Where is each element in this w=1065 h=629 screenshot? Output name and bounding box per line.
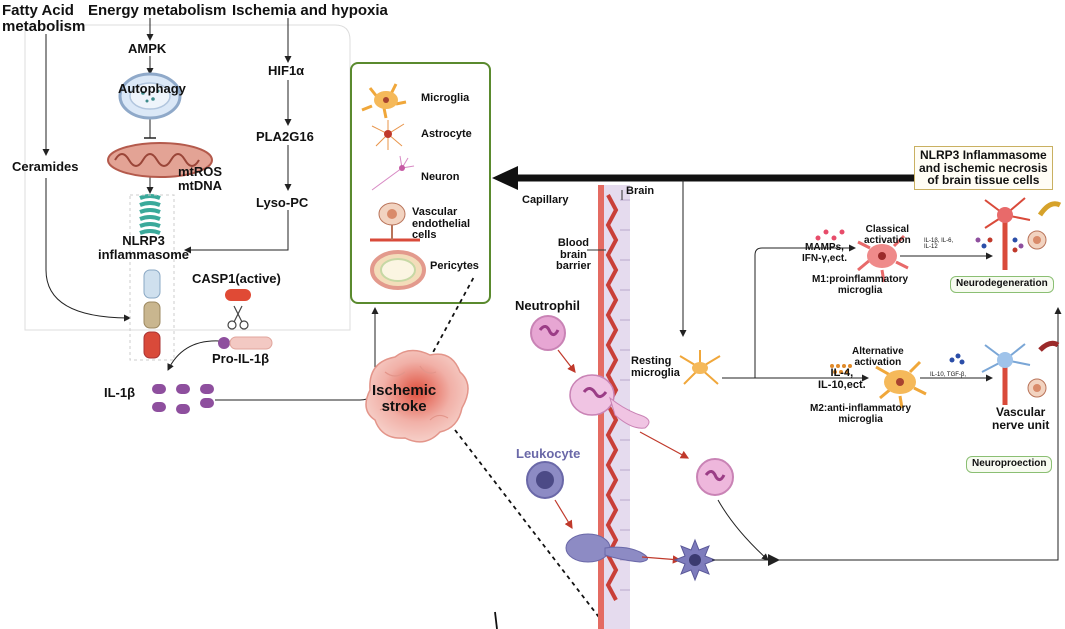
nlrp3-helix-icon (139, 194, 161, 235)
fatty-acid-label: Fatty Acid metabolism (2, 2, 86, 35)
hif1a-label: HIF1α (268, 63, 305, 78)
resting-microglia-icon (679, 350, 721, 385)
energy-metabolism-label: Energy metabolism (88, 2, 227, 19)
neurodegeneration-badge: Neurodegeneration (950, 276, 1054, 293)
cell-legend-box (350, 62, 491, 304)
brain-label: Brain (626, 185, 655, 197)
neutrophil-transmigrating-icon (569, 374, 650, 429)
leukocyte-transmigrating-icon (565, 533, 648, 563)
vascular-nerve-unit-label: Vascular nerve unit (992, 405, 1050, 432)
alternative-activation-label: Alternative activation (852, 346, 904, 368)
casp1-label: CASP1(active) (192, 271, 281, 286)
neuroprotection-badge: Neuroproection (966, 456, 1053, 473)
pro-il1b-icon (218, 337, 230, 349)
leukocyte-arrow (554, 499, 573, 530)
m1-cytokine-dots (975, 237, 993, 249)
neutrophil-arrow (557, 349, 576, 373)
pro-il1b-chain (229, 336, 273, 350)
main-arrow-head (492, 166, 518, 190)
neutrophil-brain-icon (696, 458, 734, 496)
capillary-label: Capillary (522, 194, 569, 206)
leukocyte-exit-arrow (641, 555, 682, 564)
mitochondrion-icon (107, 142, 213, 178)
arrow-ceramides-nlrp3 (45, 178, 131, 322)
healthy-neuron-icon (981, 340, 1060, 405)
neutrophil-to-main-arrow (717, 499, 769, 561)
proil1b-label: Pro-IL-1β (212, 351, 270, 366)
ischemia-label: Ischemia and hypoxia (232, 2, 388, 19)
il4-particles (830, 364, 852, 374)
legend-endothelial-label: Vascular endothelial cells (412, 206, 471, 242)
legend-neuron-label: Neuron (421, 171, 460, 183)
il1b-label: IL-1β (104, 385, 136, 400)
m2-microglia-icon (875, 360, 927, 409)
branch-to-m1 (722, 244, 856, 379)
neutrophil-label: Neutrophil (515, 298, 580, 313)
m1-cytokines-label: IL-1β, IL-6, IL-12 (924, 238, 954, 251)
pericyte-icon (370, 250, 426, 290)
neutrophil-icon (530, 315, 566, 351)
leukocyte-label: Leukocyte (516, 446, 581, 461)
bottom-arrow-head (768, 554, 780, 566)
il4-label: IL-4, IL-10,ect. (818, 367, 866, 391)
dashed-line-bottom (494, 611, 498, 629)
nlrp3-label: NLRP3 inflammasome (98, 233, 190, 262)
scissors-icon (227, 305, 249, 330)
casp1-icon (225, 289, 251, 301)
ceramides-label: Ceramides (12, 159, 79, 174)
nlrp3-necrosis-header: NLRP3 Inflammasome and ischemic necrosis… (914, 146, 1053, 190)
ischemic-stroke-label: Ischemic stroke (372, 382, 437, 415)
dashed-line-down (454, 429, 606, 626)
mamps-label: MAMPs, IFN-γ,ect. (802, 242, 848, 264)
mtros-label: mtROS mtDNA (178, 164, 223, 193)
legend-pericytes-label: Pericytes (430, 260, 479, 272)
arrow-lyso-nlrp3 (184, 210, 289, 254)
leukocyte-brain-icon (673, 538, 717, 582)
brain-icon (365, 349, 469, 443)
legend-astrocyte-label: Astrocyte (421, 128, 472, 140)
autophagosome-icon (118, 72, 182, 120)
bottom-arrow-to-right (712, 307, 1062, 561)
neutrophil-exit-arrow (639, 431, 690, 459)
mamps-particles (815, 229, 845, 241)
legend-microglia-label: Microglia (421, 92, 470, 104)
lysopc-label: Lyso-PC (256, 195, 309, 210)
m1-label: M1:proinflammatory microglia (812, 274, 909, 296)
classical-activation-label: Classical activation (864, 224, 911, 246)
bbb-label: Blood brain barrier (556, 237, 591, 273)
m2-cytokines-label: IL-10, TGF-β, (930, 372, 967, 378)
inflammasome-stack-icon (129, 194, 175, 361)
pla2g16-label: PLA2G16 (256, 129, 314, 144)
microglia-icon (361, 83, 407, 119)
il1b-particles (152, 384, 214, 414)
autophagy-label: Autophagy (118, 81, 186, 96)
astrocyte-icon (371, 120, 405, 150)
resting-microglia-label: Resting microglia (631, 355, 680, 379)
leukocyte-icon (526, 461, 564, 499)
m1-microglia-icon (857, 234, 909, 283)
m2-label: M2:anti-inflammatory microglia (810, 403, 912, 425)
damaged-neuron-icon (984, 197, 1062, 270)
ampk-label: AMPK (128, 41, 167, 56)
m2-cytokine-dots (949, 353, 965, 365)
endothelial-cell-icon (370, 202, 420, 242)
neuron-icon (371, 155, 415, 191)
